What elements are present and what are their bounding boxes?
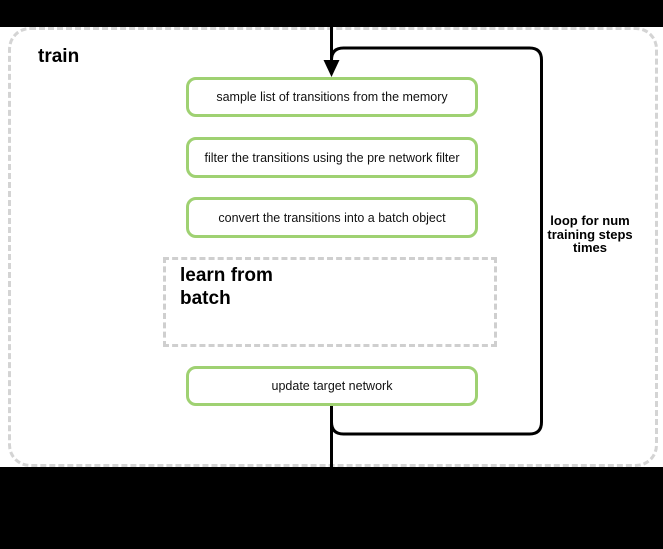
step-node-label: update target network	[271, 379, 393, 393]
loop-annotation-label: loop for num training steps times	[547, 213, 633, 255]
step-node-sample-transitions: sample list of transitions from the memo…	[186, 77, 478, 117]
step-node-label: sample list of transitions from the memo…	[216, 90, 448, 104]
step-node-update-target-network: update target network	[186, 366, 478, 406]
step-node-label: filter the transitions using the pre net…	[204, 150, 460, 165]
step-node-label: convert the transitions into a batch obj…	[218, 210, 446, 225]
step-node-convert-batch: convert the transitions into a batch obj…	[186, 197, 478, 238]
step-node-filter-transitions: filter the transitions using the pre net…	[186, 137, 478, 178]
background-band-bottom	[0, 467, 663, 549]
train-group-label: train	[38, 46, 80, 67]
subprocess-node-learn-from-batch: learn from batch	[163, 257, 497, 347]
background-band-top	[0, 0, 663, 27]
